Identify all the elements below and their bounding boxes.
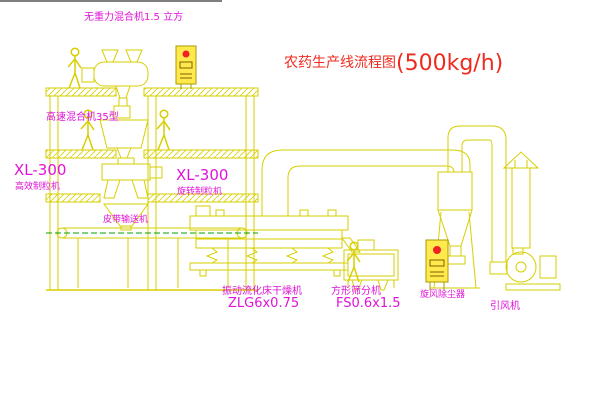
label-center-granulator-model: XL-300 [176,166,228,184]
square-sieve [343,239,399,291]
zero-gravity-mixer [81,49,149,107]
granulator [101,157,163,199]
label-zero-gravity-mixer: 无重力混合机1.5 立方 [84,10,183,23]
label-square-sieve-model: FS0.6x1.5 [336,296,401,311]
floor-slab [143,149,259,159]
operator-figure [156,109,171,151]
vibration-spring [245,247,259,264]
label-induced-draft-fan: 引风机 [490,299,520,312]
cyclone-outlet-duct [461,139,493,262]
floor-slab [45,149,117,159]
label-belt-conveyor: 皮带输送机 [103,213,148,225]
label-left-granulator-model: XL-300 [14,161,66,179]
label-high-speed-mixer: 高速混合机35型 [46,110,119,123]
building-column [245,95,255,291]
label-square-sieve: 方形筛分机 [331,284,381,297]
exhaust-stack [502,151,540,249]
diagram-title-capacity: (500kg/h) [396,51,503,76]
cyclone-outlet-duct [447,125,507,262]
building-column [147,95,157,291]
floor-slab [45,87,117,97]
floor-slab [143,87,259,97]
indicator-light [433,246,441,254]
dryer-discharge-chute [341,237,361,253]
exhaust-duct [261,149,471,216]
label-fluid-bed-dryer: 振动流化床干燥机 [222,284,302,297]
label-cyclone-dust-collector: 旋风除尘器 [420,288,465,300]
rain-cap [502,151,540,169]
vibration-spring [321,247,335,264]
vibration-spring [285,247,299,264]
induced-draft-fan [489,247,561,291]
vibration-spring [205,247,219,264]
label-left-granulator-name: 高效制粒机 [15,180,60,192]
building-column [49,95,59,291]
building-structure [45,87,259,291]
label-fluid-bed-dryer-model: ZLG6x0.75 [228,296,299,311]
diagram-title: 农药生产线流程图 [284,55,396,71]
operator-figure [67,47,82,89]
fluid-bed-dryer [189,205,361,277]
control-panel-upper [175,45,197,89]
floor-slab [45,193,101,203]
control-panel-lower [425,239,449,290]
label-center-granulator-name: 旋转制粒机 [177,185,222,197]
fan-motor [539,255,557,279]
indicator-light [182,50,190,58]
